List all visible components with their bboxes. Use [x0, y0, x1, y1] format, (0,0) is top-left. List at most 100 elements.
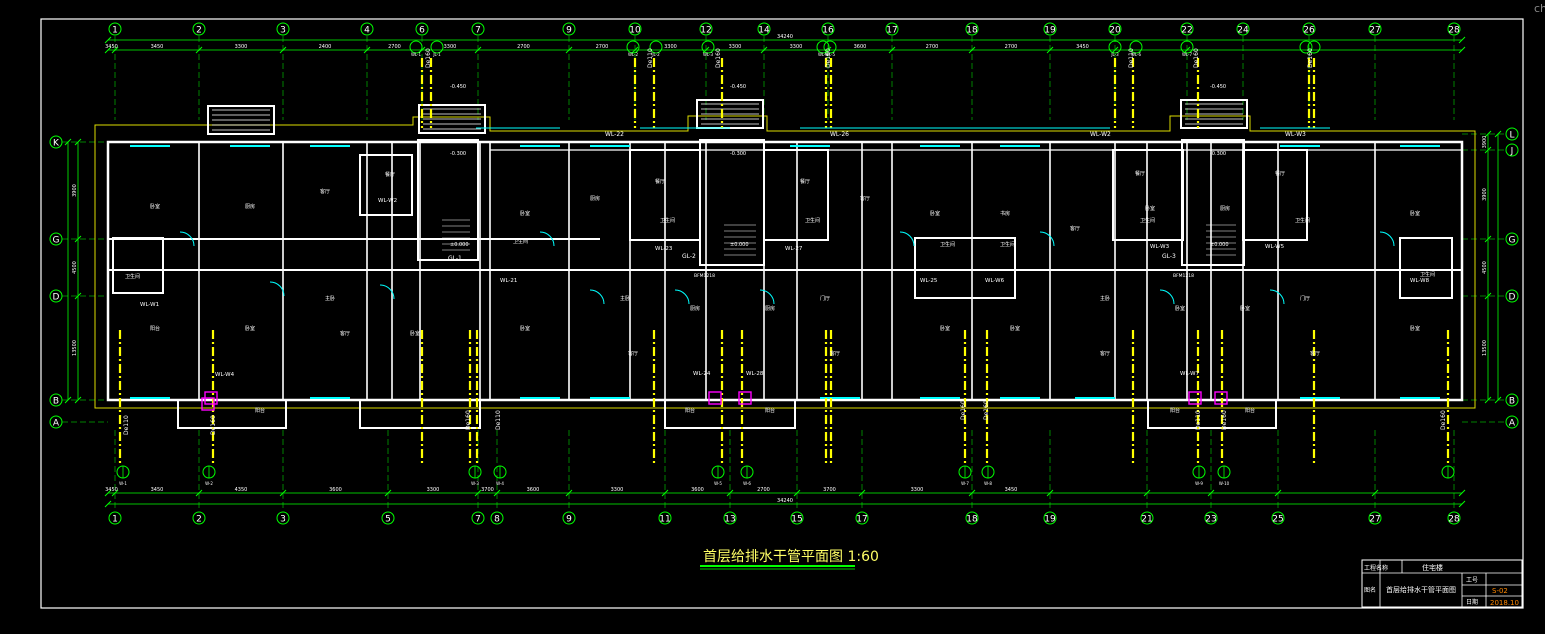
- dim-top-segments-label: 3450: [105, 44, 118, 50]
- dim-bottom-segments-tick: [1143, 489, 1151, 497]
- room-label: 阳台: [685, 407, 695, 414]
- axis-bubble-right-label: B: [1509, 397, 1515, 407]
- wl-unit-label: WL-W1: [140, 302, 159, 308]
- axis-bubble-bottom-circle: [658, 511, 672, 525]
- dim-left-label: 3900: [72, 184, 78, 197]
- wl-unit-label: WL-21: [500, 278, 517, 284]
- axis-bubble-bottom-circle: [1140, 511, 1154, 525]
- pipe-size-label: De160: [1221, 410, 1228, 430]
- dim-bottom-segments-tick: [1046, 489, 1054, 497]
- room-label: 主卧: [1100, 295, 1110, 302]
- floor-drain: [738, 391, 752, 405]
- axis-bubble-top-circle: [1447, 22, 1461, 36]
- room-label: 阳台: [1245, 407, 1255, 414]
- wl-unit-label: WL-W2: [378, 198, 397, 204]
- riser-label-bottom: W-1: [119, 481, 127, 486]
- axis-bubble-right-circle: [1505, 393, 1519, 407]
- riser-ring-top: [626, 40, 640, 54]
- dim-left-tick: [74, 138, 82, 146]
- wl-unit-label: WL-W7: [1180, 371, 1200, 377]
- room-label: 卧室: [520, 210, 530, 217]
- elevation-label: -0.300: [1210, 151, 1226, 157]
- riser-ring-top: [816, 40, 830, 54]
- meter-label: BFM1218: [694, 273, 715, 279]
- riser-label-bottom: W-2: [205, 481, 213, 486]
- axis-bubble-top-circle: [821, 22, 835, 36]
- room-label: 主卧: [620, 295, 630, 302]
- axis-bubble-top-label: 22: [1181, 26, 1192, 36]
- axis-bubble-bottom-circle: [1043, 511, 1057, 525]
- dim-top-segments-tick: [1183, 46, 1191, 54]
- axis-bubble-top-label: 20: [1109, 26, 1121, 36]
- riser-label-top: JL-1: [432, 52, 441, 57]
- room-label: 餐厅: [1275, 170, 1285, 177]
- dim-bottom-segments-label: 3700: [823, 487, 836, 493]
- pipe-size-label: De160: [1440, 410, 1447, 430]
- dim-bottom-segments-tick: [661, 489, 669, 497]
- axis-bubble-right-circle: [1505, 143, 1519, 157]
- pipe-size-label: De110: [495, 410, 502, 430]
- dim-right-label: 3900: [1482, 188, 1488, 201]
- room-label: 卫生间: [805, 217, 820, 224]
- dim-top-segments-tick: [968, 46, 976, 54]
- door-swing: [179, 231, 195, 247]
- drawing-frame: [40, 18, 1524, 609]
- dim-bottom-segments-label: 4350: [235, 487, 248, 493]
- room-label: 卫生间: [1000, 241, 1015, 248]
- dim-bottom-segments-label: 3300: [611, 487, 624, 493]
- riser-ring-top: [1129, 40, 1143, 54]
- riser-ring-top: [1180, 40, 1194, 54]
- axis-bubble-top-label: 4: [364, 26, 370, 36]
- room-label: 卫生间: [1140, 217, 1155, 224]
- room-label: 卫生间: [1420, 271, 1435, 278]
- door-swing: [899, 231, 915, 247]
- axis-bubble-top-circle: [1108, 22, 1122, 36]
- pipe-layer: [116, 40, 1455, 479]
- room-label: 卧室: [410, 330, 420, 337]
- dim-bottom-total-label: 34240: [777, 498, 793, 504]
- axis-bubble-bottom-label: 2: [196, 515, 202, 525]
- pipe-size-label: De160: [1307, 48, 1314, 68]
- riser-ring-top: [649, 40, 663, 54]
- riser-label-top: WL-7: [1182, 52, 1193, 57]
- dim-bottom-segments-label: 3700: [481, 487, 494, 493]
- axis-bubble-top-circle: [1043, 22, 1057, 36]
- dim-left-total-tick: [64, 138, 72, 146]
- axis-bubble-bottom-circle: [381, 511, 395, 525]
- pipe-size-label: De160: [210, 415, 217, 435]
- axis-bubble-right-label: L: [1509, 131, 1514, 141]
- dim-bottom-segments-tick: [858, 489, 866, 497]
- axis-bubble-bottom-label: 13: [724, 515, 735, 525]
- dim-top-segments-label: 2700: [517, 44, 530, 50]
- riser-label-top: WL-2: [628, 52, 639, 57]
- elevation-label: -0.450: [1210, 84, 1226, 90]
- axis-bubble-top-circle: [1236, 22, 1250, 36]
- axis-bubble-left-circle: [49, 415, 63, 429]
- riser-label-bottom: W-6: [743, 481, 751, 486]
- building-eave-line: [94, 115, 1476, 409]
- room-outline: [1181, 139, 1245, 266]
- dim-top-segments-tick: [888, 46, 896, 54]
- dim-bottom-segments-tick: [1207, 489, 1215, 497]
- dim-left-total-tick: [64, 396, 72, 404]
- dim-bottom-segments-label: 2700: [757, 487, 770, 493]
- dim-top-segments-tick: [565, 46, 573, 54]
- axis-bubble-bottom-circle: [723, 511, 737, 525]
- sheet-label: 工号: [1466, 577, 1478, 584]
- wl-unit-label: WL-W8: [1410, 278, 1430, 284]
- axis-bubble-bottom-label: 1: [112, 515, 118, 525]
- axis-bubble-bottom-circle: [108, 511, 122, 525]
- riser-label-top: WL-4: [818, 52, 829, 57]
- drawing-name: 首层给排水干管平面图: [1386, 585, 1456, 594]
- axis-bubble-bottom-circle: [1447, 511, 1461, 525]
- axis-bubble-left-circle: [49, 232, 63, 246]
- axis-bubble-bottom-label: 11: [659, 515, 670, 525]
- room-label: 厨房: [1220, 205, 1230, 212]
- dim-top-total-tick: [104, 36, 112, 44]
- axis-bubble-top-label: 19: [1044, 26, 1056, 36]
- dim-right-tick: [1484, 235, 1492, 243]
- axis-bubble-bottom-circle: [471, 511, 485, 525]
- dim-top-segments-tick: [1458, 46, 1466, 54]
